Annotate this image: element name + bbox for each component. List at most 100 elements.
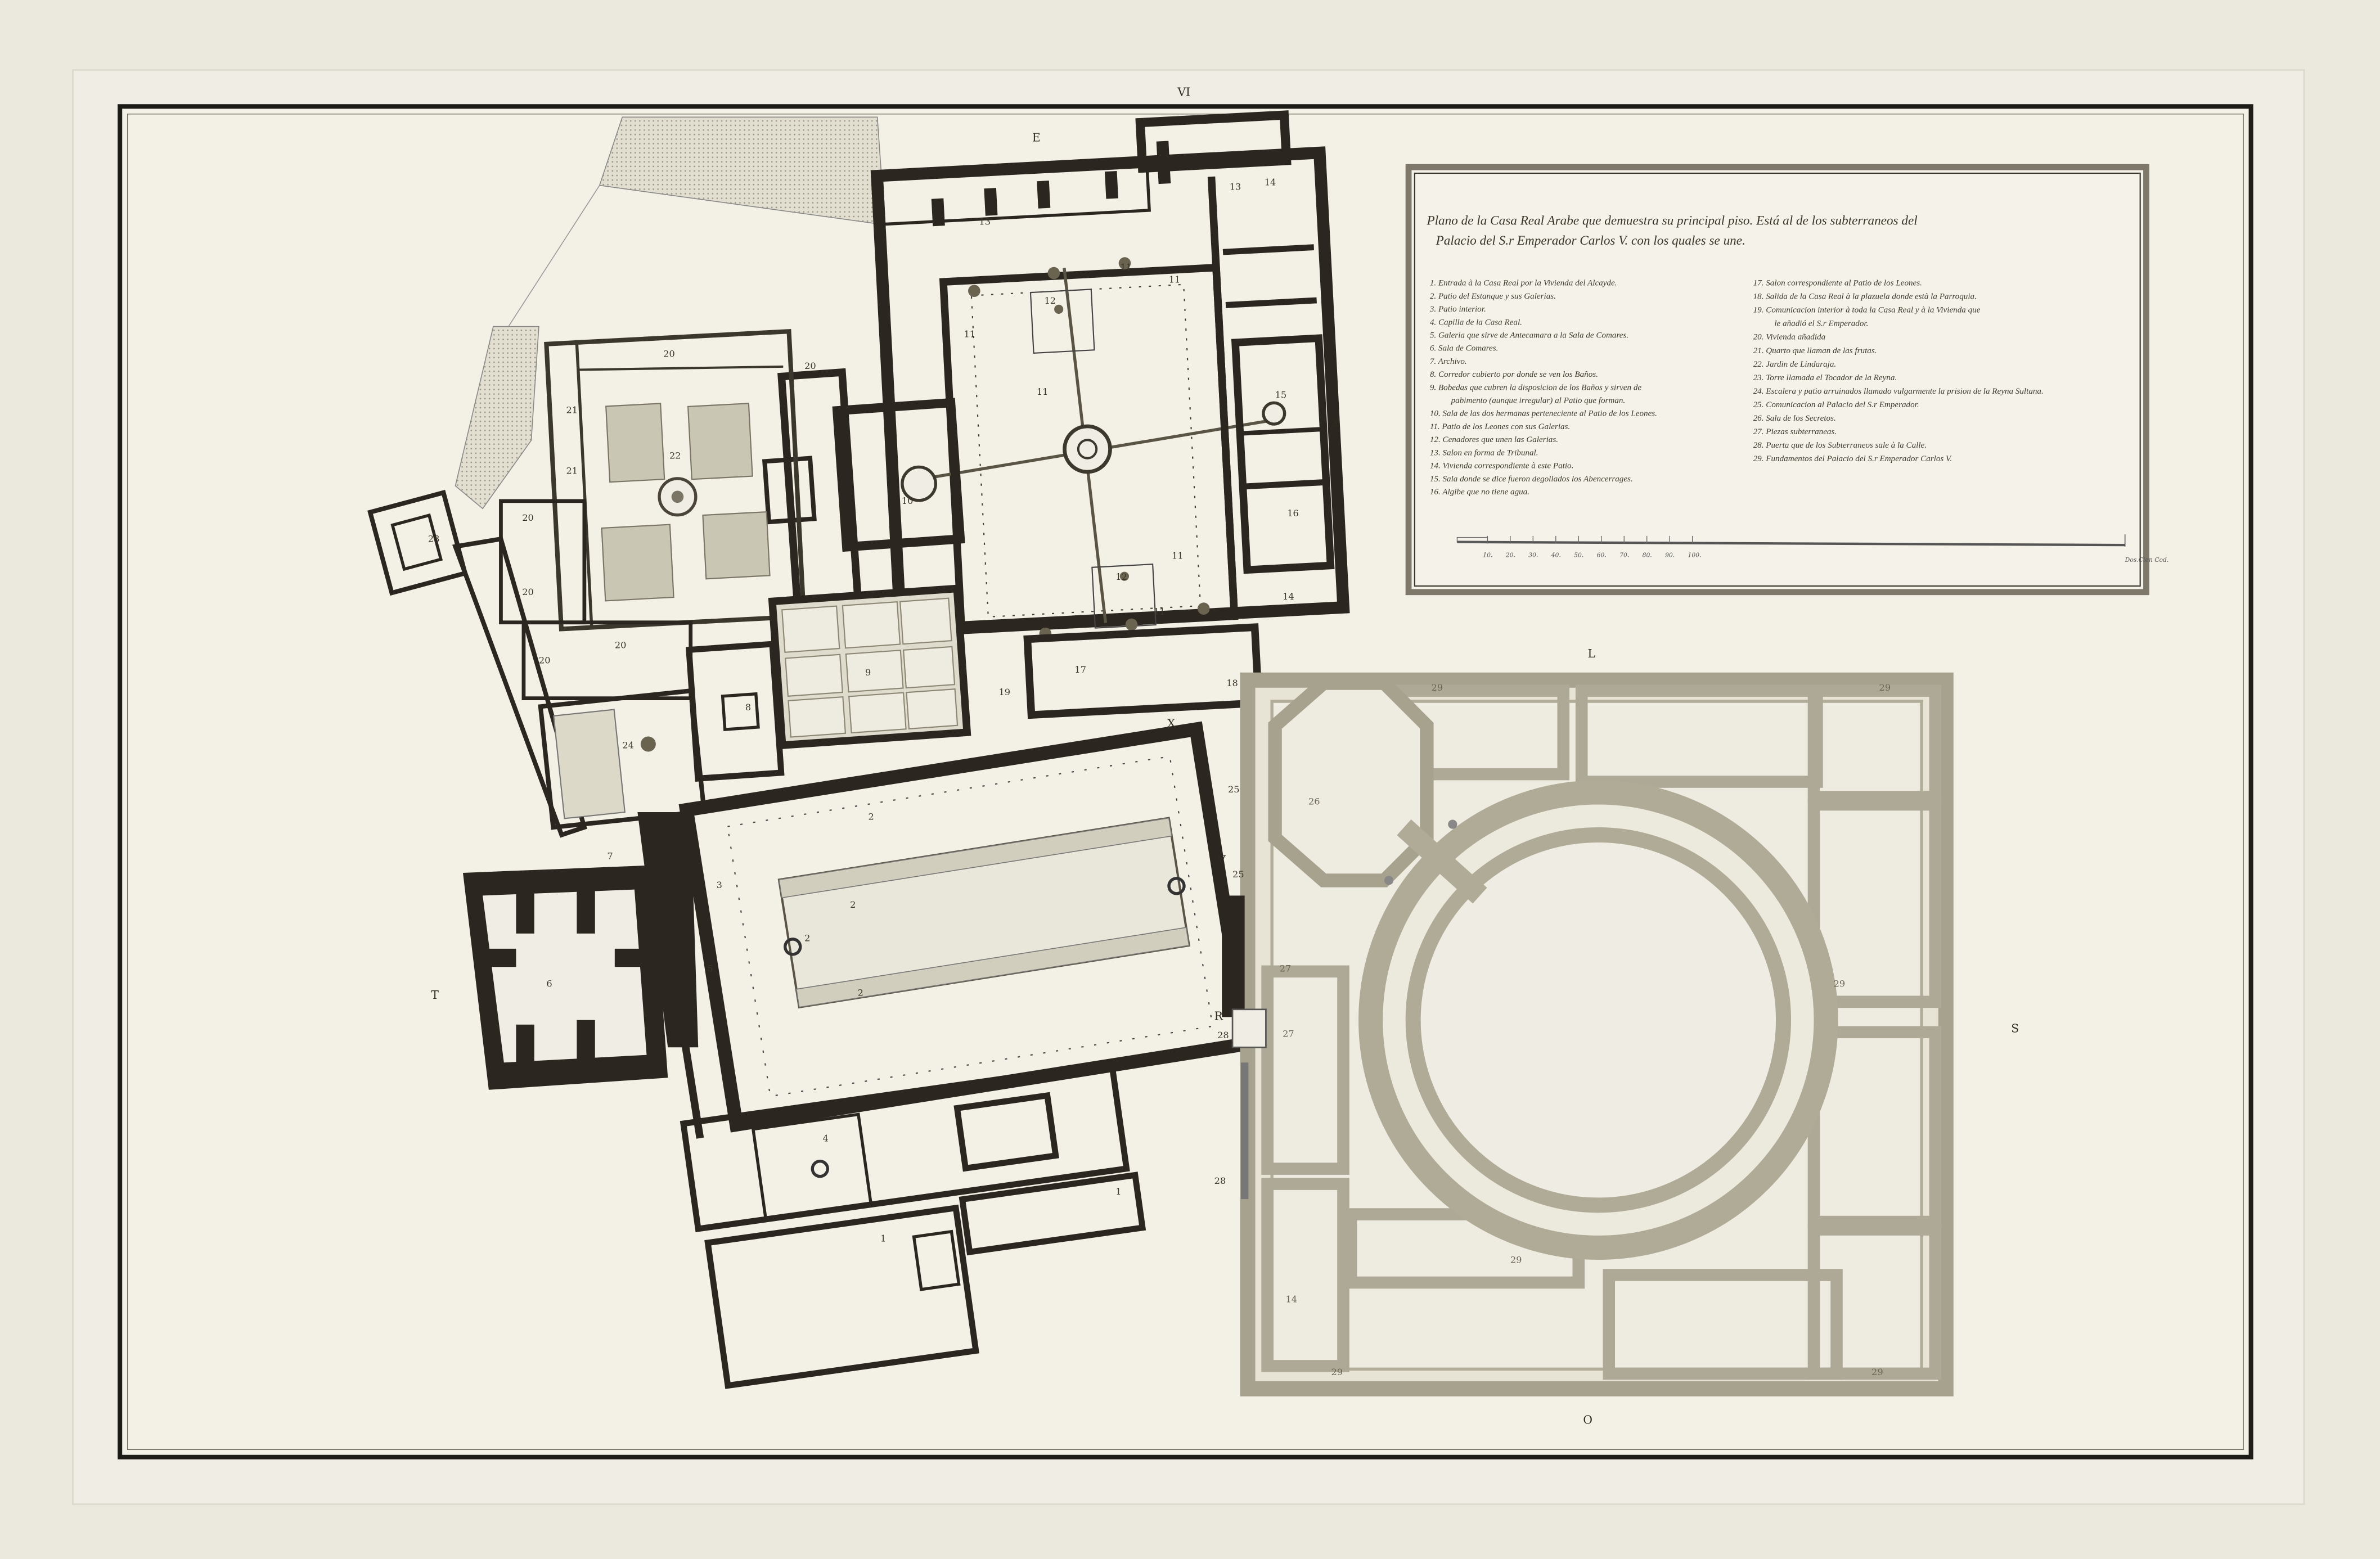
- lower-block: [680, 1060, 1146, 1389]
- legend-item: 10. Sala de las dos hermanas pertenecien…: [1430, 409, 1657, 418]
- room-number-label: 24: [622, 740, 634, 751]
- legend-item: 19. Comunicacion interior à toda la Casa…: [1753, 306, 1981, 315]
- room-number-label: 12: [1044, 295, 1056, 306]
- room-number-label: 28: [1217, 1030, 1229, 1040]
- room-number-label: 14: [1285, 1294, 1297, 1305]
- scale-tick-label: 50.: [1574, 552, 1583, 559]
- legend-item: 20. Vivienda añadida: [1753, 333, 1826, 342]
- room-number-label: 21: [566, 465, 578, 476]
- legend-item: 8. Corredor cubierto por donde se ven lo…: [1430, 370, 1598, 379]
- letter-E: E: [1032, 130, 1041, 144]
- room-number-label: 11: [1154, 606, 1166, 617]
- palacio-carlos-v: [1222, 672, 1954, 1396]
- room-number-label: 1: [1115, 1186, 1121, 1197]
- legend-item: 16. Algibe que no tiene agua.: [1430, 488, 1529, 497]
- room-number-label: 11: [964, 328, 975, 339]
- room-number-label: 26: [1308, 796, 1320, 807]
- legend-item: 11. Patio de los Leones con sus Galerias…: [1430, 422, 1570, 431]
- room-number-label: 14: [1283, 591, 1294, 602]
- room-number-label: 29: [1879, 682, 1891, 693]
- legend-item: 23. Torre llamada el Tocador de la Reyna…: [1753, 373, 1897, 382]
- patio-del-estanque: [645, 721, 1254, 1139]
- letter-V: V: [1217, 853, 1226, 867]
- banos: [685, 584, 971, 782]
- scale-tick-label: 30.: [1528, 552, 1538, 559]
- legend-item: 25. Comunicacion al Palacio del S.r Empe…: [1753, 400, 1919, 409]
- legend-item: 7. Archivo.: [1430, 357, 1467, 366]
- room-number-label: 19: [999, 687, 1011, 697]
- legend-item: le añadió el S.r Emperador.: [1774, 319, 1868, 328]
- room-number-label: 17: [1074, 664, 1086, 675]
- room-number-label: 11: [1172, 550, 1184, 561]
- room-number-label: 9: [865, 667, 871, 678]
- legend-title-line-2: Palacio del S.r Emperador Carlos V. con …: [1436, 233, 1745, 248]
- scale-tick-label: 100.: [1688, 552, 1702, 559]
- prision-reyna: [538, 688, 707, 830]
- room-number-label: 25: [1232, 869, 1244, 880]
- letter-X: X: [1167, 717, 1176, 730]
- room-number-label: 2: [858, 988, 863, 998]
- legend-item: pabimento (aunque irregular) al Patio qu…: [1451, 396, 1626, 405]
- inner-frame: [127, 114, 2244, 1450]
- letter-T: T: [431, 988, 439, 1002]
- room-number-label: 20: [539, 655, 551, 666]
- scale-unit: Dos.Cien Cod.: [2125, 556, 2169, 564]
- room-number-label: 15: [1275, 389, 1287, 400]
- room-number-label: 12: [1115, 571, 1127, 582]
- room-number-label: 13: [1230, 182, 1241, 192]
- legend-item: 15. Sala donde se dice fueron degollados…: [1430, 475, 1633, 484]
- room-number-label: 27: [1283, 1028, 1294, 1039]
- room-number-label: 28: [1214, 1175, 1226, 1186]
- scale-tick-label: 70.: [1619, 552, 1629, 559]
- room-number-label: 2: [868, 812, 874, 822]
- room-number-label: 23: [428, 534, 440, 544]
- scale-tick-label: 90.: [1665, 552, 1675, 559]
- legend-item: 14. Vivienda correspondiente à este Pati…: [1430, 462, 1574, 471]
- room-number-label: 5: [707, 963, 713, 974]
- room-number-label: 2: [804, 932, 810, 943]
- plate-number: VI: [1177, 85, 1190, 98]
- legend-item: 6. Sala de Comares.: [1430, 344, 1499, 353]
- patio-de-los-leones: [870, 110, 1350, 719]
- legend-item: 5. Galeria que sirve de Antecamara a la …: [1430, 331, 1628, 340]
- room-number-label: 16: [1287, 508, 1299, 519]
- room-number-label: 29: [1834, 978, 1846, 989]
- room-number-label: 20: [663, 349, 675, 359]
- legend-item: 12. Cenadores que unen las Galerias.: [1430, 435, 1558, 444]
- sala-de-comares: [462, 812, 699, 1090]
- letter-R: R: [1214, 1010, 1223, 1023]
- scale-tick-label: 20.: [1505, 552, 1515, 559]
- casa-real-plan: [367, 110, 1350, 1389]
- room-number-label: 8: [745, 702, 751, 713]
- room-number-label: 20: [522, 512, 534, 523]
- scale-tick-label: 60.: [1597, 552, 1607, 559]
- scale-tick-label: 40.: [1551, 552, 1561, 559]
- legend-item: 1. Entrada à la Casa Real por la Viviend…: [1430, 279, 1617, 288]
- legend-item: 13. Salon en forma de Tribunal.: [1430, 448, 1538, 457]
- room-number-label: 6: [546, 978, 552, 989]
- room-number-label: 3: [717, 880, 722, 890]
- room-number-label: 20: [615, 640, 627, 651]
- room-number-label: 20: [804, 361, 816, 371]
- room-number-label: 1: [880, 1233, 886, 1244]
- room-number-label: 11: [1120, 262, 1132, 273]
- legend-item: 18. Salida de la Casa Real à la plazuela…: [1753, 292, 1977, 301]
- room-number-label: 27: [1280, 963, 1292, 974]
- orientation-letters: E Z L X T V R S O: [431, 130, 2019, 1426]
- legend-item: 21. Quarto que llaman de las frutas.: [1753, 346, 1877, 355]
- room-number-label: 29: [1432, 682, 1443, 693]
- room-number-label: 18: [1226, 678, 1238, 688]
- legend-item: 26. Sala de los Secretos.: [1753, 414, 1836, 423]
- legend-box: Plano de la Casa Real Arabe que demuestr…: [1405, 164, 2169, 596]
- letter-O: O: [1583, 1413, 1592, 1426]
- room-number-label: 21: [566, 404, 578, 415]
- room-number-label: 29: [1871, 1367, 1883, 1377]
- room-number-label: 11: [1037, 386, 1049, 397]
- room-number-label: 4: [823, 1133, 829, 1144]
- legend-item: 22. Jardin de Lindaraja.: [1753, 360, 1837, 369]
- room-number-label: 7: [607, 851, 613, 862]
- legend-item: 9. Bobedas que cubren la disposicion de …: [1430, 383, 1642, 392]
- scale-tick-label: 80.: [1643, 552, 1652, 559]
